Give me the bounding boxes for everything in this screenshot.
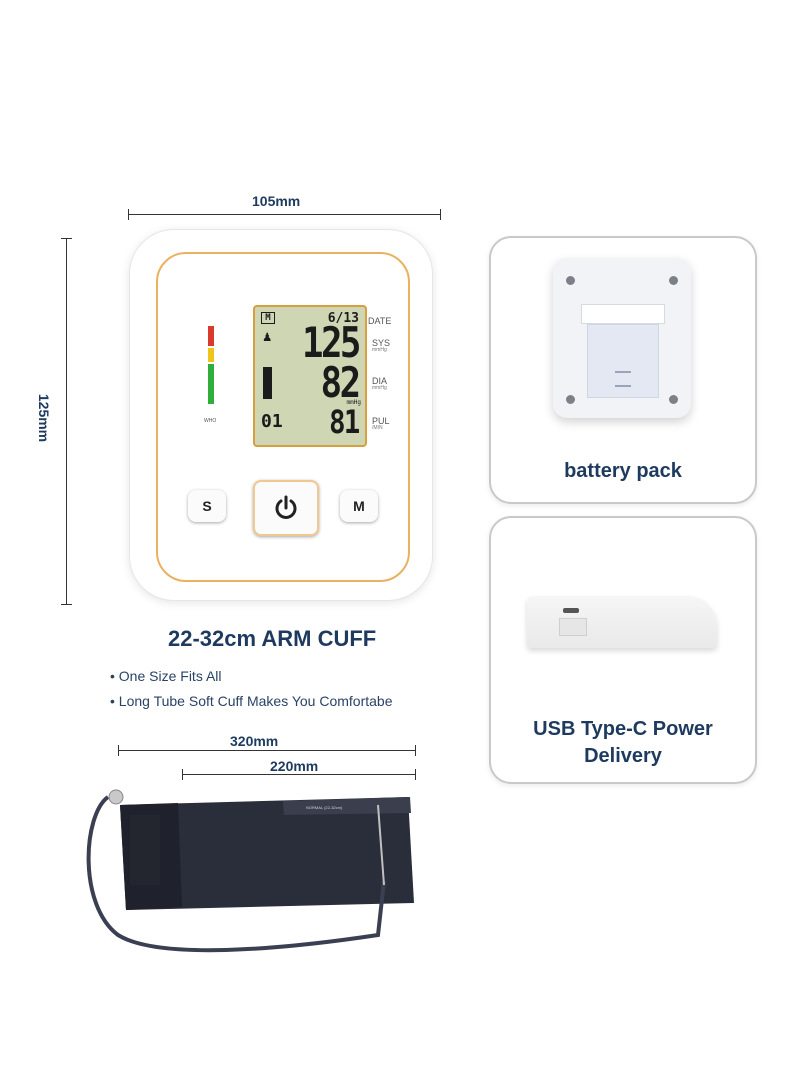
user-icon: ♟ bbox=[263, 329, 272, 345]
width-dimension-label: 105mm bbox=[252, 193, 301, 209]
height-dimension-line bbox=[61, 238, 72, 605]
set-button[interactable]: S bbox=[188, 490, 226, 522]
who-label: WHO bbox=[204, 418, 217, 424]
pul-label: PUL/MIN bbox=[372, 416, 390, 431]
lcd-date: 6/13 bbox=[327, 311, 359, 326]
lcd-bar bbox=[263, 367, 272, 399]
cuff-total-dimension-line bbox=[118, 745, 416, 756]
usb-side-image bbox=[527, 558, 717, 648]
bullet-1: • One Size Fits All bbox=[110, 668, 222, 684]
lcd-systolic: 125 bbox=[302, 318, 361, 367]
usb-title-line1: USB Type-C Power bbox=[533, 718, 713, 740]
who-indicator bbox=[208, 326, 214, 406]
arm-cuff-illustration bbox=[86, 789, 414, 953]
memory-button[interactable]: M bbox=[340, 490, 378, 522]
battery-pack-image bbox=[553, 258, 691, 418]
cuff-total-dimension-label: 320mm bbox=[230, 733, 279, 749]
lcd-pulse: 81 bbox=[329, 403, 361, 441]
width-dimension-line bbox=[128, 209, 441, 220]
battery-pack-panel: battery pack bbox=[489, 236, 757, 504]
date-label: DATE bbox=[368, 316, 392, 326]
power-icon bbox=[275, 495, 297, 519]
battery-pack-title: battery pack bbox=[564, 460, 682, 482]
bullet-2: • Long Tube Soft Cuff Makes You Comforta… bbox=[110, 693, 393, 709]
usb-power-panel: USB Type-C Power Delivery bbox=[489, 516, 757, 784]
cuff-strip-label: NORMAL (22-32cm) bbox=[306, 805, 343, 810]
power-button[interactable] bbox=[253, 480, 319, 536]
cuff-inner-dimension-line bbox=[182, 769, 416, 780]
lcd-display: M 6/13 ♟ 125 82 mmHg 01 81 bbox=[253, 305, 367, 447]
lcd-diastolic: 82 bbox=[321, 358, 361, 407]
cuff-heading: 22-32cm ARM CUFF bbox=[168, 626, 377, 651]
cuff-inner-dimension-label: 220mm bbox=[270, 758, 319, 774]
lcd-unit: mmHg bbox=[346, 399, 361, 406]
lcd-memory-badge: M bbox=[261, 312, 275, 324]
lcd-memory-number: 01 bbox=[261, 411, 283, 432]
usb-title-line2: Delivery bbox=[584, 745, 662, 767]
arm-cuff-image: NORMAL (22-32cm) bbox=[78, 785, 428, 975]
height-dimension-label: 125mm bbox=[36, 393, 53, 443]
